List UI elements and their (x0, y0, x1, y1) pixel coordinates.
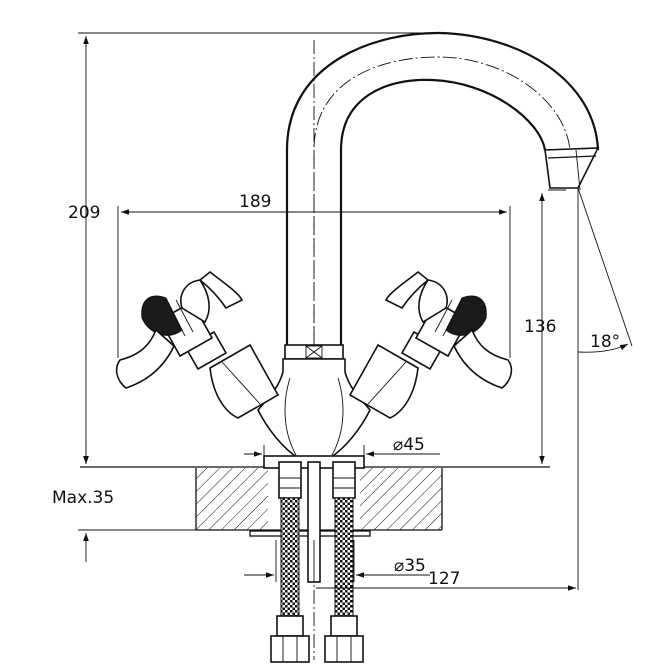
dim-label-189: 189 (239, 192, 271, 212)
dim-spout-angle: 18° (577, 187, 633, 590)
dim-spout-reach: 127 (316, 569, 576, 591)
supply-hoses (270, 461, 364, 663)
dim-label-18deg: 18° (590, 332, 620, 352)
right-handle (348, 270, 513, 419)
spout-collar (284, 344, 344, 360)
dim-label-d45: ⌀45 (393, 435, 425, 455)
dim-handle-span: 189 (117, 192, 511, 358)
tap-body (257, 358, 371, 469)
dim-label-max35: Max.35 (52, 488, 114, 508)
dim-label-136: 136 (524, 317, 556, 337)
dim-label-127: 127 (428, 569, 460, 589)
dim-shank-diameter: ⌀35 (244, 540, 430, 582)
dim-overall-height: 209 (68, 32, 440, 464)
dim-spout-height: 136 (524, 189, 566, 464)
left-handle (115, 270, 280, 419)
dim-label-d35: ⌀35 (394, 556, 426, 576)
dim-label-209: 209 (68, 203, 100, 223)
dim-max-deck: Max.35 (52, 440, 196, 562)
dim-base-diameter: ⌀45 (244, 435, 440, 466)
